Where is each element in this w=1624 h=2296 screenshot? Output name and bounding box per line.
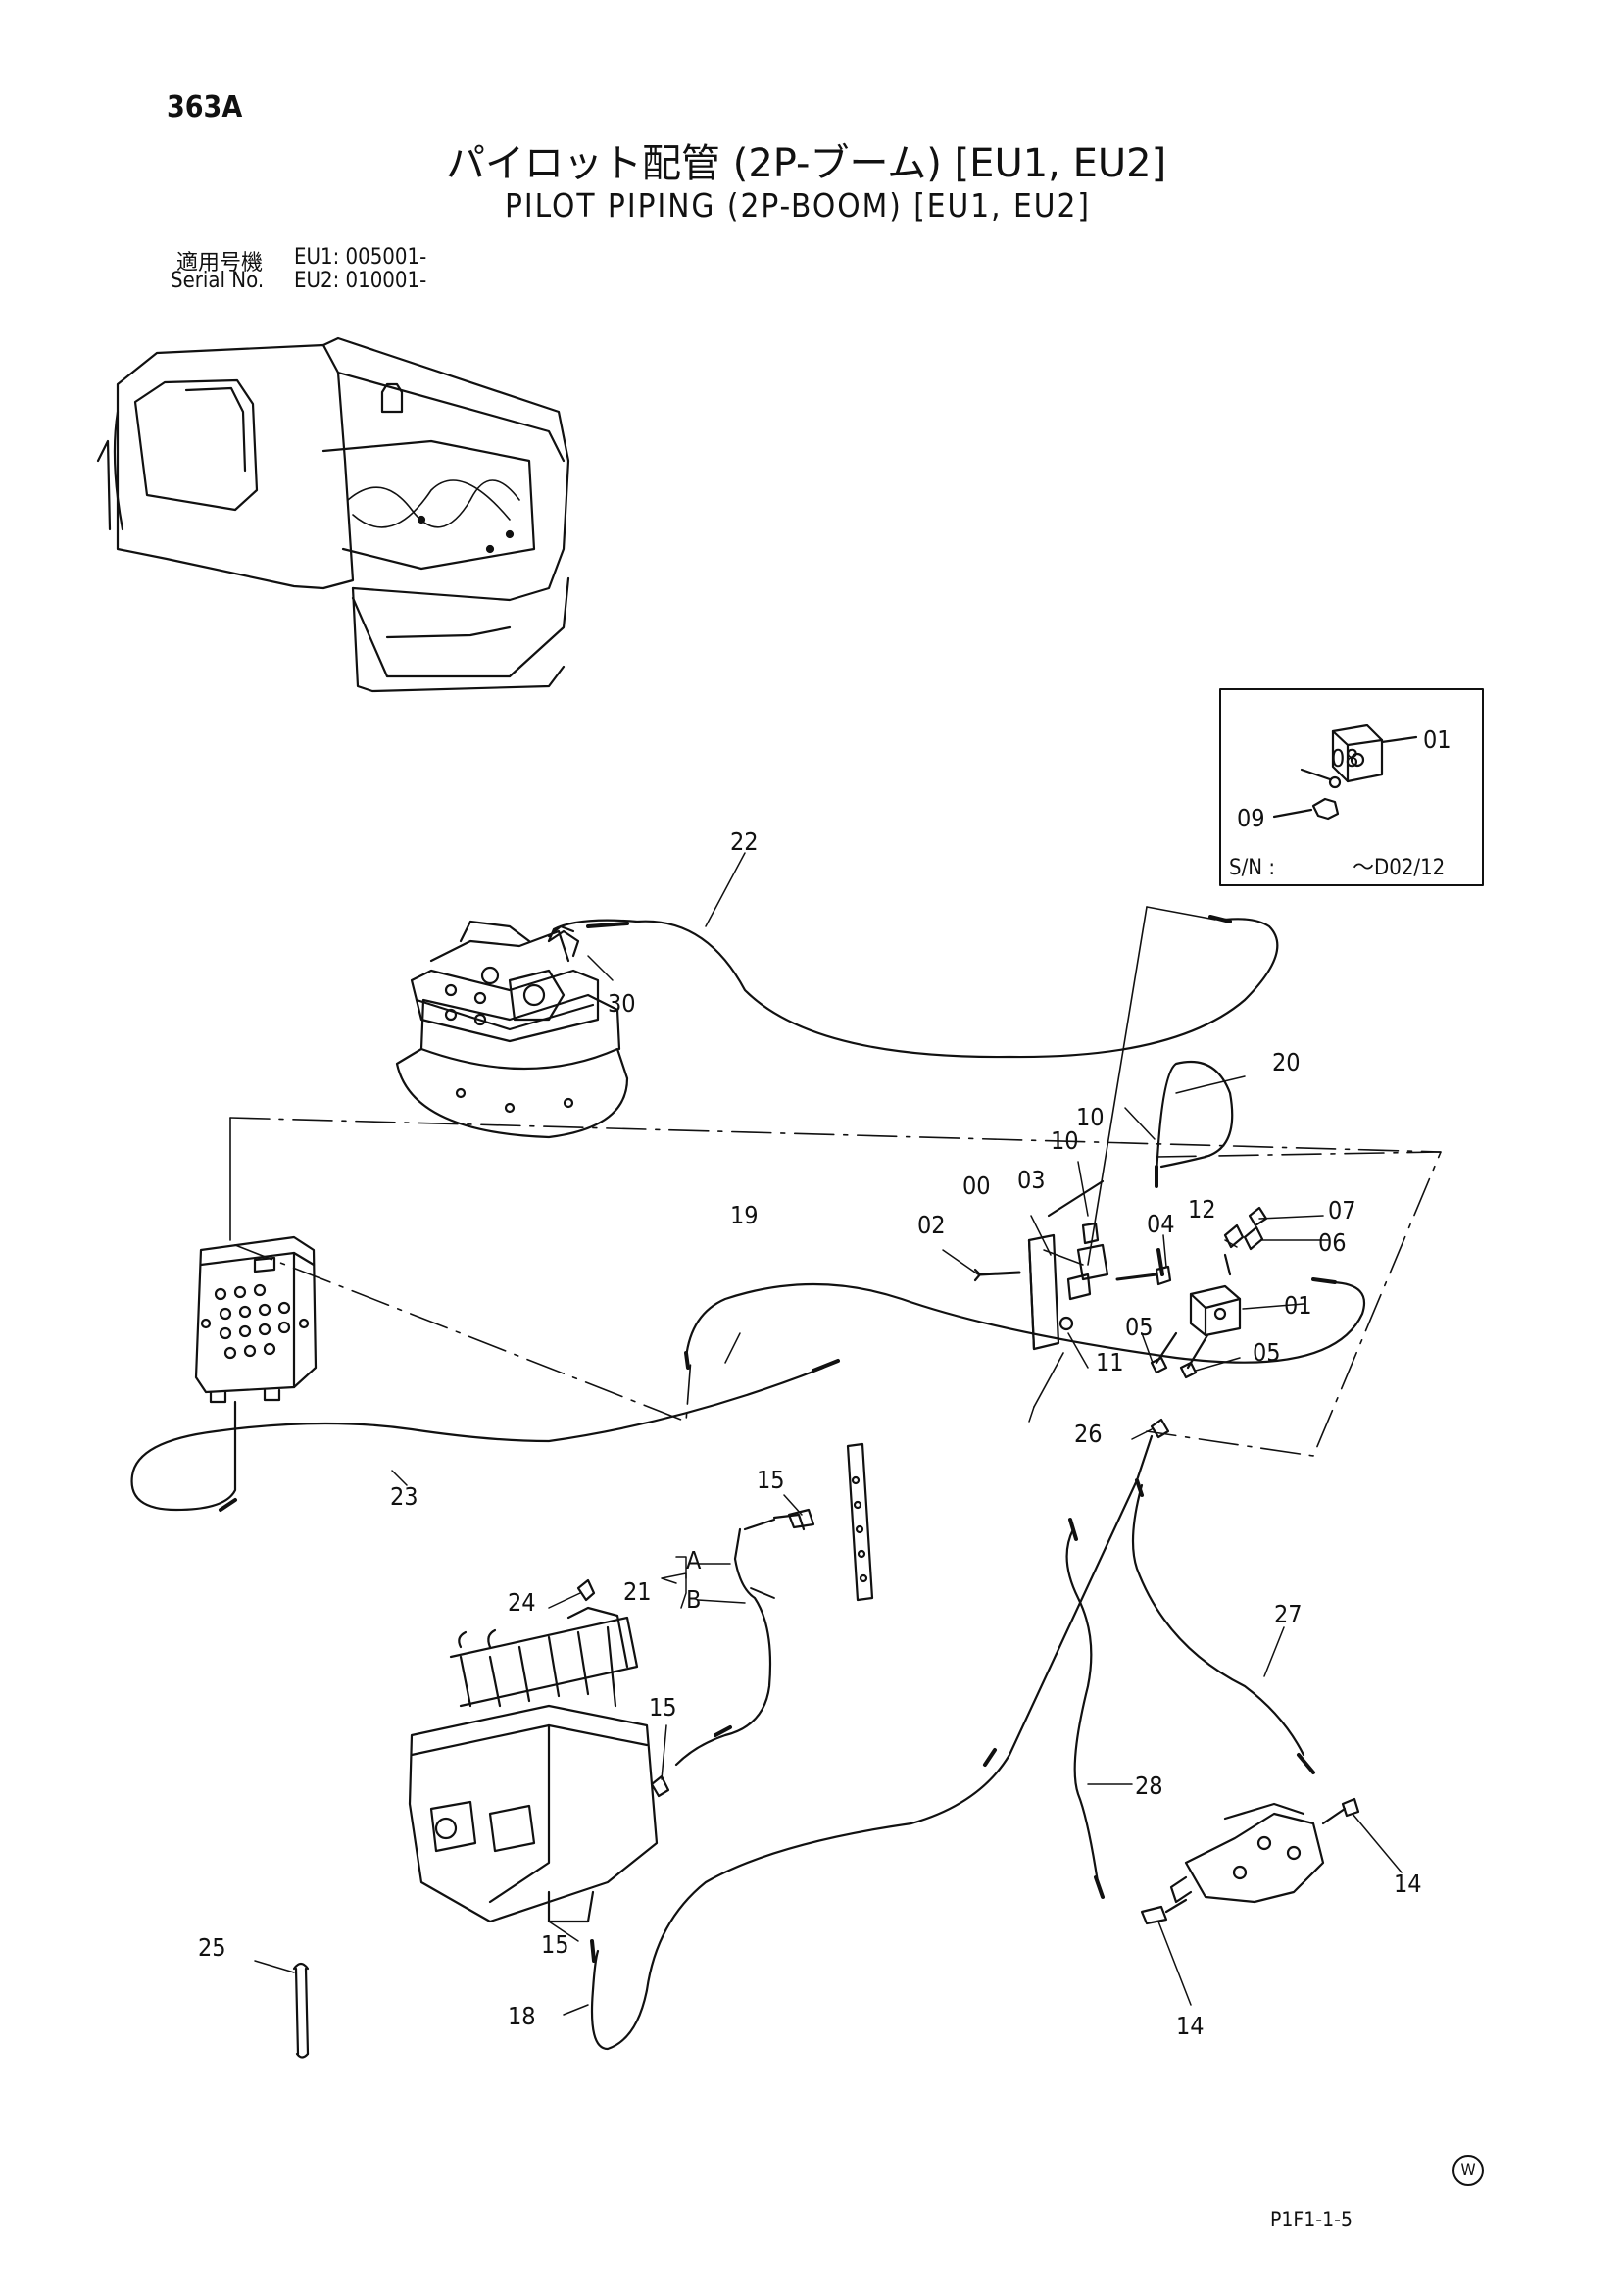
callout-01-inset: 01	[1423, 725, 1452, 754]
hose-19	[684, 1280, 1365, 1364]
callout-01: 01	[1284, 1291, 1312, 1320]
hose-28	[1065, 1527, 1100, 1884]
callout-25: 25	[198, 1933, 226, 1962]
inset-sn-value: ～D02/12	[1353, 856, 1445, 880]
callout-24: 24	[508, 1588, 536, 1617]
leader-line-1	[1087, 906, 1148, 1266]
callout-10b: 10	[1051, 1126, 1079, 1155]
callout-08: 08	[1331, 744, 1359, 773]
callout-12: 12	[1188, 1195, 1216, 1223]
callout-06: 06	[1318, 1228, 1347, 1257]
callout-03: 03	[1017, 1166, 1046, 1194]
callout-09: 09	[1237, 804, 1265, 832]
callout-05a: 05	[1125, 1313, 1154, 1341]
pilot-valve-right	[1140, 1797, 1360, 1925]
hose-22	[547, 918, 1279, 1059]
callout-11: 11	[1096, 1348, 1124, 1376]
excavator-overview	[96, 336, 570, 693]
page-number: 363A	[167, 90, 243, 125]
callout-20: 20	[1272, 1048, 1301, 1076]
callout-26: 26	[1074, 1420, 1103, 1448]
serial-eu2: EU2: 010001-	[294, 269, 427, 293]
callout-21-a: A	[686, 1546, 702, 1574]
hose-27	[1131, 1483, 1305, 1757]
serial-label-en: Serial No.	[171, 269, 265, 293]
hose-23	[130, 1366, 825, 1512]
hose-20	[1155, 1060, 1234, 1178]
callout-15a: 15	[757, 1466, 785, 1494]
callout-23: 23	[390, 1482, 418, 1511]
serial-eu1: EU1: 005001-	[294, 245, 427, 270]
serial-label-jp: 適用号機	[176, 251, 264, 275]
swing-motor	[395, 920, 629, 1139]
callout-15b: 15	[649, 1693, 677, 1722]
title-english: PILOT PIPING (2P-BOOM) [EU1, EU2]	[505, 186, 1091, 225]
callout-02: 02	[917, 1211, 946, 1239]
hose-21	[674, 1527, 772, 1767]
inset-detail-box	[1219, 688, 1484, 886]
callout-27: 27	[1274, 1600, 1303, 1628]
callout-05b: 05	[1253, 1338, 1281, 1367]
bracket-assembly	[973, 1179, 1172, 1408]
manifold-block	[1150, 1206, 1268, 1439]
callout-14b: 14	[1176, 2012, 1205, 2040]
callout-21: 21	[623, 1577, 652, 1606]
pilot-valve-block	[194, 1235, 318, 1404]
inset-sn-label: S/N :	[1229, 856, 1275, 880]
callout-14a: 14	[1394, 1870, 1422, 1898]
callout-10a: 10	[1076, 1103, 1105, 1131]
callout-19: 19	[730, 1201, 759, 1229]
callout-28: 28	[1135, 1772, 1163, 1800]
title-japanese: パイロット配管 (2P-ブーム) [EU1, EU2]	[446, 141, 1167, 186]
pin-25	[292, 1962, 310, 2059]
callout-leaders	[254, 852, 1403, 2016]
control-valve	[408, 1578, 670, 1923]
hose-18	[590, 1434, 1154, 2051]
callout-00: 00	[962, 1172, 991, 1200]
bracket-strip	[787, 1442, 874, 1602]
callout-07: 07	[1328, 1196, 1356, 1224]
watermark-w-mark: W	[1452, 2155, 1484, 2186]
callout-22: 22	[730, 827, 759, 856]
callout-04: 04	[1147, 1210, 1175, 1238]
callout-30: 30	[608, 989, 636, 1018]
figure-code: P1F1-1-5	[1270, 2208, 1353, 2231]
callout-18: 18	[508, 2002, 536, 2030]
callout-21-b: B	[686, 1585, 701, 1614]
callout-15c: 15	[541, 1930, 569, 1959]
